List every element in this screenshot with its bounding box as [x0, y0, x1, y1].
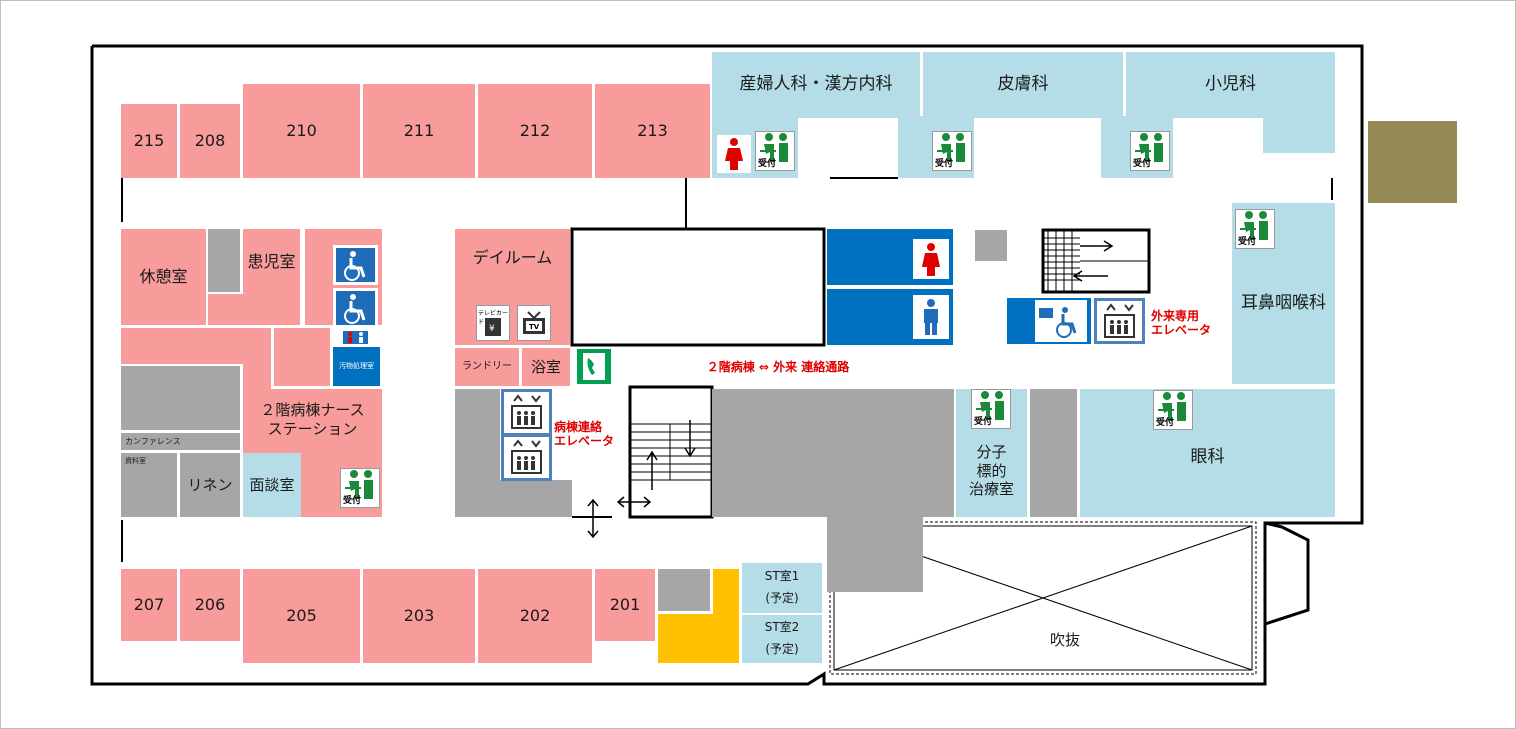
dept-eye: 眼科: [1080, 389, 1335, 517]
dayroom-label: デイルーム: [472, 248, 553, 267]
room-shiryo: 資料室: [121, 453, 177, 517]
tv-text: TV: [529, 323, 540, 331]
reception-text: 受付: [935, 159, 954, 169]
room-laundry: ランドリー: [455, 348, 519, 386]
side-block: [1368, 121, 1457, 203]
room-st1: ST室1 (予定): [742, 563, 822, 613]
service-core: [712, 389, 954, 517]
room-kanji: 患児室: [243, 229, 300, 295]
tv-icon: TV: [517, 305, 551, 341]
dept-molecular: 分子 標的 治療室: [956, 389, 1027, 517]
room-bath: 浴室: [522, 348, 570, 386]
ns-connector: [243, 364, 271, 389]
tv-card-icon: テレビカード ¥: [476, 305, 510, 341]
room-208: 208: [180, 104, 240, 178]
wheelchair-icon: [333, 245, 378, 285]
shiryo-label: 資料室: [125, 457, 146, 465]
room-210: 210: [243, 84, 360, 178]
room-206: 206: [180, 569, 240, 641]
restroom-icon: [333, 329, 378, 345]
storage-a: [121, 366, 240, 430]
conference-label: カンファレンス: [125, 436, 181, 446]
reception-icon: 受付: [755, 131, 795, 171]
room-kanji-lower: [208, 294, 300, 325]
svg-text:¥: ¥: [489, 324, 495, 334]
restroom-female-icon: [717, 135, 751, 173]
room-207: 207: [121, 569, 177, 641]
soiled-room-label: 汚物処理室: [339, 362, 374, 371]
room-215: 215: [121, 104, 177, 178]
reception-text: 受付: [1133, 159, 1152, 169]
dept-peds-label: 小児科: [1205, 74, 1256, 95]
restroom-male-icon: [913, 295, 949, 339]
arrow-icon: [587, 240, 1114, 539]
ward-elevator-label: 病棟連絡 エレベータ: [554, 419, 615, 448]
room-201: 201: [595, 569, 655, 641]
service-a: [455, 389, 500, 517]
room-212: 212: [478, 84, 592, 178]
dept-derm-label: 皮膚科: [997, 74, 1049, 95]
soiled-room: 汚物処理室: [333, 347, 380, 386]
room-kyukei: 休憩室: [121, 229, 206, 325]
room-202: 202: [478, 569, 592, 663]
dept-derm: 皮膚科: [923, 52, 1123, 118]
service-b: [500, 480, 572, 517]
storage-d: [658, 569, 710, 611]
dept-peds: 小児科: [1126, 52, 1335, 118]
highlight-area-h: [658, 614, 739, 663]
reception-text: 受付: [1156, 418, 1175, 428]
reception-icon: 受付: [1130, 131, 1170, 171]
dept-molecular-label: 分子 標的 治療室: [968, 442, 1014, 499]
nurse-station-label: ２階病棟ナース ステーション: [260, 401, 365, 438]
reception-text: 受付: [758, 159, 777, 169]
reception-icon: 受付: [340, 468, 380, 508]
outpatient-elevator-label: 外来専用 エレベータ: [1151, 308, 1212, 337]
reception-icon: 受付: [971, 389, 1011, 429]
dept-obgyn-label: 産婦人科・漢方内科: [739, 74, 893, 95]
room-conference: カンファレンス: [121, 433, 240, 450]
dept-obgyn: 産婦人科・漢方内科: [712, 52, 920, 118]
reception-icon: 受付: [1153, 390, 1193, 430]
room-205: 205: [243, 569, 360, 663]
service-core-lower: [827, 517, 923, 592]
reception-icon: 受付: [1235, 209, 1275, 249]
room-st2: ST室2 (予定): [742, 615, 822, 663]
room-mendan: 面談室: [243, 453, 301, 517]
dayroom: デイルーム: [455, 229, 570, 345]
fukinuke-label: 吹抜: [1049, 630, 1080, 649]
telephone-icon: [577, 349, 611, 384]
storage-small: [208, 229, 240, 292]
room-211: 211: [363, 84, 475, 178]
room-linen: リネン: [180, 453, 240, 517]
room-203: 203: [363, 569, 475, 663]
reception-text: 受付: [343, 496, 362, 506]
elevator-icon: [501, 434, 552, 481]
storage-b: [975, 230, 1007, 261]
wheelchair-icon: [333, 288, 378, 328]
restroom-female-icon: [913, 239, 949, 279]
storage-c: [1030, 389, 1077, 517]
peds-room-extra: [1263, 116, 1335, 153]
corridor-label: ２階病棟 ⇔ 外来 連絡通路: [706, 359, 850, 374]
small-room: [274, 328, 330, 386]
elevator-icon: [1094, 298, 1145, 344]
dept-ent-label: 耳鼻咽喉科: [1241, 292, 1326, 313]
reception-icon: 受付: [932, 131, 972, 171]
reception-text: 受付: [1238, 237, 1257, 247]
accessible-toilet-icon: [1035, 300, 1087, 342]
ward-hall: [121, 328, 271, 364]
dept-eye-label: 眼科: [1190, 447, 1225, 468]
tv-card-text: テレビカード: [478, 310, 509, 326]
elevator-icon: [501, 389, 552, 436]
room-213: 213: [595, 84, 710, 178]
reception-text: 受付: [974, 417, 993, 427]
